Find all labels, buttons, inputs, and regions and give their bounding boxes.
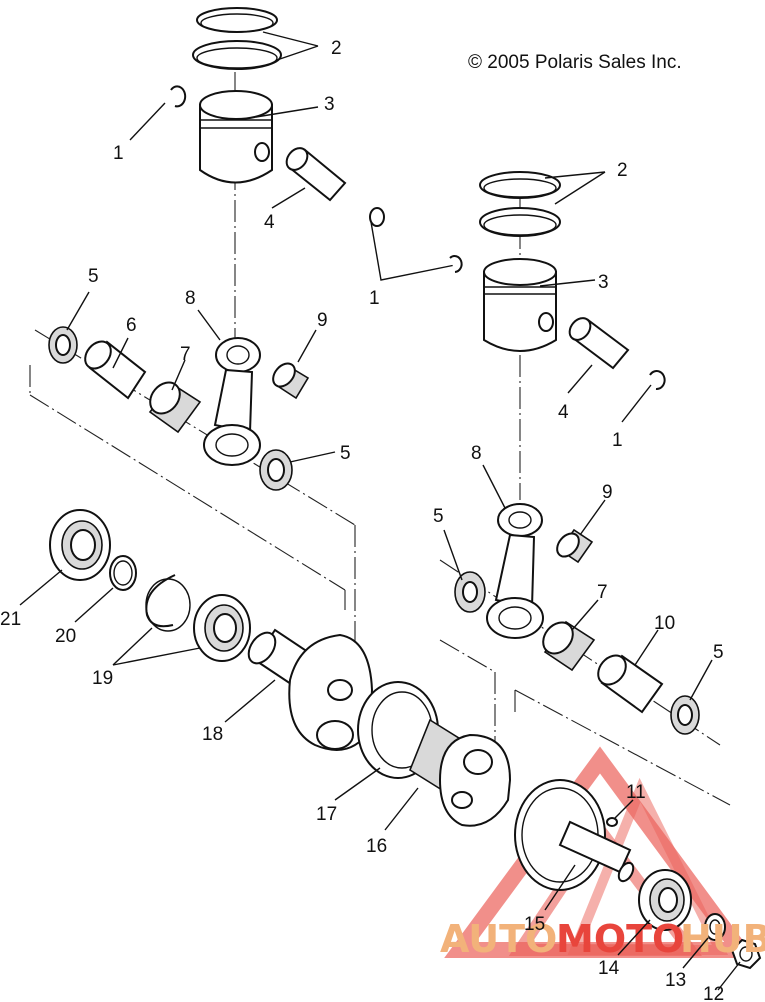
piston-right <box>483 258 557 352</box>
callout-12: 12 <box>703 984 724 1002</box>
svg-text:MOTO: MOTO <box>556 917 684 961</box>
needle-bearing-left-small <box>272 362 310 400</box>
callout-7: 7 <box>180 344 191 365</box>
crankshaft-right-half <box>514 779 635 891</box>
thrust-washer-left-outer <box>48 326 78 364</box>
callout-3: 3 <box>598 272 609 293</box>
main-bearing-outer-left <box>49 509 111 581</box>
callout-8: 8 <box>471 443 482 464</box>
piston-left <box>199 90 273 184</box>
callout-3: 3 <box>324 94 335 115</box>
crankshaft-center <box>409 718 512 827</box>
watermark-text: AUTO MOTO HUB <box>440 917 765 961</box>
callout-1: 1 <box>369 288 380 309</box>
callout-10: 10 <box>654 613 675 634</box>
needle-bearing-right-small <box>556 528 594 564</box>
nut-12 <box>730 938 762 970</box>
crankpin-left <box>84 340 147 400</box>
piston-rings-right <box>479 171 561 237</box>
callout-1: 1 <box>612 430 623 451</box>
retaining-ring-19 <box>145 574 191 632</box>
callout-5: 5 <box>433 506 444 527</box>
thrust-washer-left-inner <box>259 449 293 491</box>
thrust-washer-right-outer <box>670 695 700 735</box>
callout-5: 5 <box>340 443 351 464</box>
callout-4: 4 <box>264 212 275 233</box>
callout-labels: 2 3 1 4 2 1 3 4 1 5 6 8 9 7 5 8 9 5 7 10… <box>0 38 724 1002</box>
callout-18: 18 <box>202 724 223 745</box>
crankpin-right <box>597 654 664 714</box>
circlip-right-pin <box>649 370 666 391</box>
connecting-rod-right <box>486 503 544 639</box>
thrust-washer-right-inner <box>454 571 486 613</box>
callout-1: 1 <box>113 143 124 164</box>
callout-16: 16 <box>366 836 387 857</box>
callout-5: 5 <box>88 266 99 287</box>
needle-bearing-left-big <box>148 381 202 434</box>
main-bearing-19 <box>193 594 251 662</box>
callout-5: 5 <box>713 642 724 663</box>
callout-7: 7 <box>597 582 608 603</box>
circlip-left-pin <box>369 207 385 227</box>
needle-bearing-right-big <box>542 620 596 672</box>
callout-6: 6 <box>126 315 137 336</box>
callout-11: 11 <box>626 782 646 803</box>
callout-9: 9 <box>602 482 613 503</box>
woodruff-key-11 <box>606 817 618 827</box>
callout-9: 9 <box>317 310 328 331</box>
svg-text:AUTO: AUTO <box>440 917 557 961</box>
washer-13 <box>704 913 726 941</box>
main-bearing-14 <box>638 869 692 931</box>
circlip-left-top <box>170 85 187 108</box>
callout-17: 17 <box>316 804 337 825</box>
callout-13: 13 <box>665 970 686 991</box>
piston-pin-right <box>568 317 630 370</box>
callout-4: 4 <box>558 402 569 423</box>
piston-rings-left <box>192 7 282 70</box>
svg-text:HUB: HUB <box>680 917 765 961</box>
callout-8: 8 <box>185 288 196 309</box>
crankshaft-left-half <box>247 628 374 751</box>
copyright-notice: © 2005 Polaris Sales Inc. <box>468 52 682 73</box>
snap-ring-20 <box>109 555 137 591</box>
callout-21: 21 <box>0 609 21 630</box>
callout-20: 20 <box>55 626 76 647</box>
callout-19: 19 <box>92 668 113 689</box>
piston-pin-left <box>285 147 347 202</box>
leader-lines <box>19 31 741 991</box>
callout-2: 2 <box>617 160 628 181</box>
callout-15: 15 <box>524 914 545 935</box>
circlip-right-top <box>449 255 463 273</box>
callout-2: 2 <box>331 38 342 59</box>
connecting-rod-left <box>203 337 261 466</box>
callout-14: 14 <box>598 958 620 979</box>
